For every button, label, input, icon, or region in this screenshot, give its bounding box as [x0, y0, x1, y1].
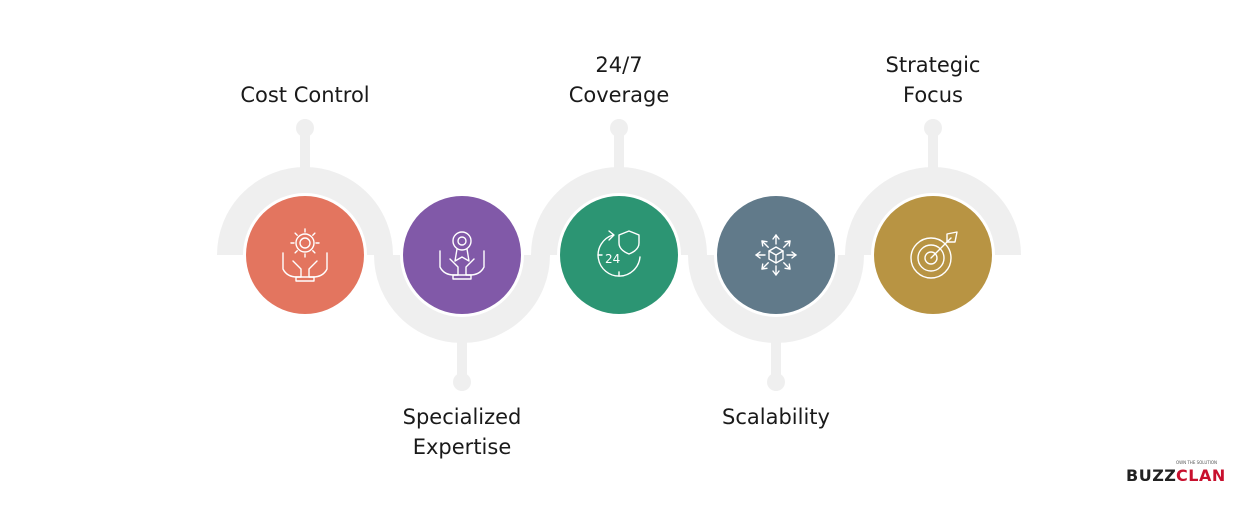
logo-left-word: BUZZ: [1126, 466, 1177, 485]
step-label: Specialized Expertise: [402, 405, 522, 459]
connector-dot: [453, 373, 471, 391]
track-arc: [688, 254, 864, 343]
track-arc: [845, 167, 1021, 256]
svg-text:24: 24: [605, 252, 620, 266]
money-gear-hands-icon: [282, 228, 328, 282]
award-hands-icon: [439, 231, 485, 280]
connector-dot: [767, 373, 785, 391]
shield-clock-24-icon: 24: [597, 230, 641, 277]
track-arc: [374, 254, 550, 343]
track-arc: [531, 167, 707, 256]
step-label: Scalability: [722, 405, 830, 429]
target-arrow-icon: [910, 231, 958, 279]
step-label: Strategic Focus: [885, 53, 981, 107]
logo-tagline: OWN THE SOLUTION: [1176, 460, 1218, 465]
step-circle: [560, 196, 678, 314]
step-label: 24/7 Coverage: [568, 53, 670, 107]
connector-dot: [610, 119, 628, 137]
buzzclan-logo: OWN THE SOLUTION BUZZ CLAN: [1124, 460, 1226, 490]
step-circle: [874, 196, 992, 314]
step-label: Cost Control: [240, 83, 370, 107]
scale-cube-arrows-icon: [755, 234, 797, 276]
step-icons: 24: [282, 228, 958, 282]
logo-right-word: CLAN: [1176, 466, 1226, 485]
connector-dot: [296, 119, 314, 137]
track-arc: [217, 167, 393, 256]
step-circle: [403, 196, 521, 314]
connectors: [296, 119, 942, 391]
connector-dot: [924, 119, 942, 137]
wave-track: [217, 167, 1021, 343]
